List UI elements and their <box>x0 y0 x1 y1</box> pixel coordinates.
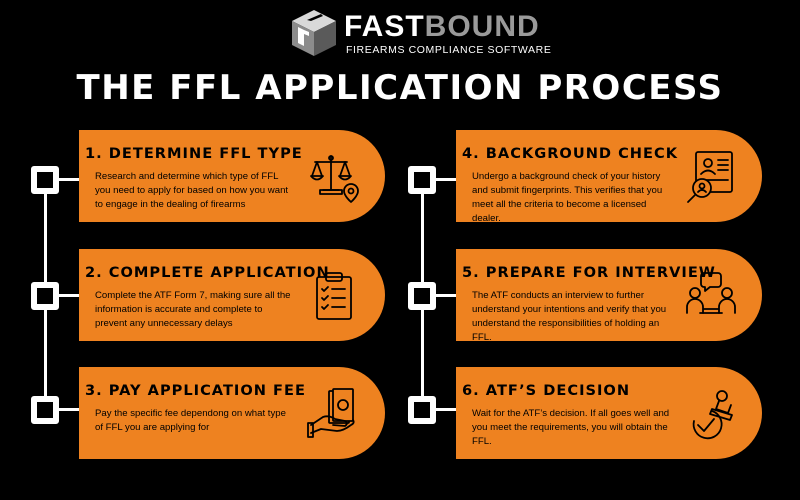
timeline-connector <box>59 294 81 297</box>
profile-magnifier-icon <box>684 150 738 204</box>
step-card-2: 2. COMPLETE APPLICATION Complete the ATF… <box>79 249 385 341</box>
step-description: Undergo a background check of your histo… <box>472 171 663 222</box>
step-title: 5. PREPARE FOR INTERVIEW <box>462 264 716 281</box>
clipboard-checklist-icon <box>307 269 361 323</box>
step-card-1: 1. DETERMINE FFL TYPE Research and deter… <box>79 130 385 222</box>
step-card-4: 4. BACKGROUND CHECK Undergo a background… <box>456 130 762 222</box>
timeline-connector <box>436 178 458 181</box>
brand-tagline: FIREARMS COMPLIANCE SOFTWARE <box>346 44 552 56</box>
step-title: 3. PAY APPLICATION FEE <box>85 382 306 399</box>
step-title: 4. BACKGROUND CHECK <box>462 145 679 162</box>
step-card-6: 6. ATF’S DECISION Wait for the ATF’s dec… <box>456 367 762 459</box>
timeline-node-5 <box>408 282 436 310</box>
step-description: The ATF conducts an interview to further… <box>472 290 667 341</box>
timeline-connector <box>436 408 458 411</box>
step-description: Pay the specific fee dependong on what t… <box>95 408 286 433</box>
page-title: THE FFL APPLICATION PROCESS <box>76 68 724 108</box>
timeline-connector <box>59 408 81 411</box>
fastbound-cube-icon <box>292 10 336 56</box>
timeline-node-2 <box>31 282 59 310</box>
timeline-connector <box>59 178 81 181</box>
scales-location-icon <box>307 150 361 204</box>
step-description: Research and determine which type of FFL… <box>95 171 289 210</box>
timeline-node-6 <box>408 396 436 424</box>
step-card-3: 3. PAY APPLICATION FEE Pay the specific … <box>79 367 385 459</box>
step-title: 1. DETERMINE FFL TYPE <box>85 145 303 162</box>
timeline-connector <box>436 294 458 297</box>
step-description: Complete the ATF Form 7, making sure all… <box>95 290 291 329</box>
step-description: Wait for the ATF’s decision. If all goes… <box>472 408 670 447</box>
brand-name: FASTBOUND <box>344 10 540 43</box>
timeline-node-4 <box>408 166 436 194</box>
stamp-approval-icon <box>684 387 738 441</box>
step-card-5: 5. PREPARE FOR INTERVIEW The ATF conduct… <box>456 249 762 341</box>
timeline-node-3 <box>31 396 59 424</box>
interview-people-icon <box>684 269 738 323</box>
step-title: 6. ATF’S DECISION <box>462 382 631 399</box>
hand-money-icon <box>307 387 361 441</box>
fastbound-logo: FASTBOUND FIREARMS COMPLIANCE SOFTWARE <box>290 8 551 60</box>
timeline-node-1 <box>31 166 59 194</box>
step-title: 2. COMPLETE APPLICATION <box>85 264 330 281</box>
